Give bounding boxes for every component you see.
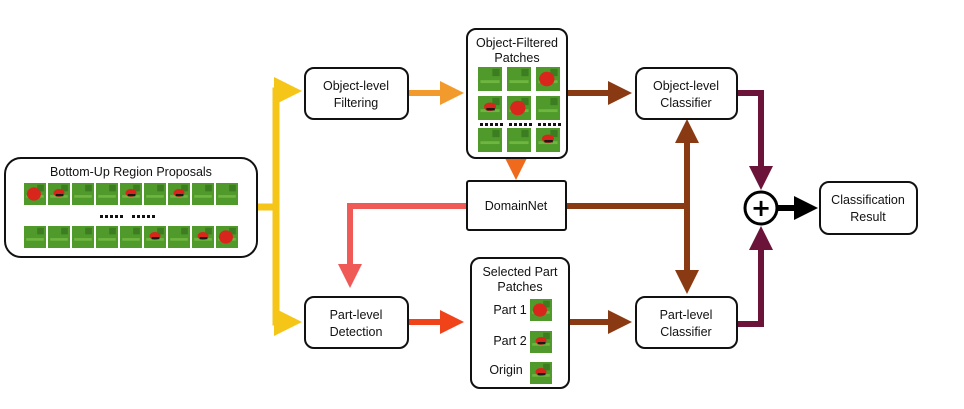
object-classifier-line1: Object-level [653,79,719,93]
arrow-proposals-to-part-detection [272,207,302,336]
bird-thumbnail [96,183,118,205]
domainnet-box: DomainNet [466,180,567,231]
bird-thumbnail [530,299,552,321]
bird-thumbnail [96,226,118,248]
result-line2: Result [850,210,886,224]
object-filtering-box: Object-level Filtering [304,67,409,120]
part-detection-box: Part-level Detection [304,296,409,349]
bird-thumbnail [536,128,560,152]
part1-label: Part 1 [493,303,526,317]
part-patches-title-line1: Selected Part [482,265,558,279]
bird-thumbnail [507,128,531,152]
bird-thumbnail [216,183,238,205]
object-filtering-line1: Object-level [323,79,389,93]
proposal-thumbnails-bottom [24,226,238,248]
part-detection-line1: Part-level [330,308,383,322]
bird-thumbnail [72,183,94,205]
object-patches-box: Object-Filtered Patches [466,28,568,159]
part-patch-thumbnails [530,299,552,384]
arrow-domainnet-to-part-detection [338,203,467,288]
part2-label: Part 2 [493,334,526,348]
domainnet-label: DomainNet [485,199,548,213]
bird-thumbnail [192,226,214,248]
part-patches-title-line2: Patches [497,280,542,294]
classification-result-box: Classification Result [819,181,918,235]
object-patches-title-line2: Patches [494,51,539,65]
arrow-proposals-to-object-filtering [272,77,302,207]
bird-thumbnail [192,183,214,205]
bird-thumbnail [216,226,238,248]
bird-thumbnail [536,96,560,120]
ellipsis-dots [100,215,155,218]
bird-thumbnail [478,96,502,120]
bird-thumbnail [536,67,560,91]
bird-thumbnail [530,362,552,384]
object-classifier-line2: Classifier [660,96,711,110]
bird-thumbnail [48,183,70,205]
origin-label: Origin [489,363,522,377]
bird-thumbnail [120,226,142,248]
bird-thumbnail [72,226,94,248]
bird-thumbnail [168,226,190,248]
bird-thumbnail [120,183,142,205]
proposal-thumbnails-top [24,183,238,205]
part-patches-box: Selected Part Patches Part 1 Part 2 Orig… [470,257,570,389]
bird-thumbnail [530,331,552,353]
bird-thumbnail [144,226,166,248]
region-proposals-box: Bottom-Up Region Proposals [4,157,258,258]
bird-thumbnail [48,226,70,248]
bird-thumbnail [507,67,531,91]
bird-thumbnail [24,226,46,248]
object-classifier-box: Object-level Classifier [635,67,738,120]
object-patches-title-line1: Object-Filtered [476,36,558,50]
object-patch-thumbnails [478,67,560,152]
proposals-title: Bottom-Up Region Proposals [50,165,212,179]
bird-thumbnail [168,183,190,205]
object-filtering-line2: Filtering [334,96,379,110]
combine-symbol: + [751,194,771,222]
combine-plus-icon: + [743,190,779,226]
arrow-object-classifier-to-combine [737,90,773,190]
part-classifier-line2: Classifier [660,325,711,339]
arrow-part-classifier-to-combine [737,226,773,327]
bird-thumbnail [24,183,46,205]
part-classifier-line1: Part-level [660,308,713,322]
arrows [257,77,818,336]
part-classifier-box: Part-level Classifier [635,296,738,349]
ellipsis-dots [480,123,561,126]
bird-thumbnail [144,183,166,205]
part-detection-line2: Detection [330,325,383,339]
bird-thumbnail [507,96,531,120]
result-line1: Classification [831,193,905,207]
bird-thumbnail [478,128,502,152]
bird-thumbnail [478,67,502,91]
